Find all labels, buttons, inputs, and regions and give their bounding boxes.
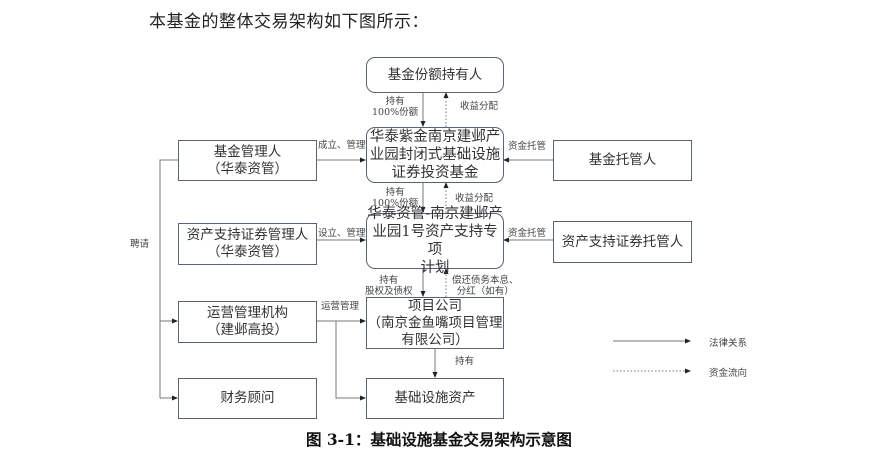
- legend-fund-flow: 资金流向: [709, 368, 748, 379]
- label-income-dist-b: 收益分配: [455, 193, 494, 204]
- label-repay: 偿还债务本息、 分红（如有）: [452, 275, 519, 297]
- label-hold-100-a: 持有 100%份额: [372, 96, 419, 118]
- label-operation-manage: 运营管理: [321, 301, 360, 312]
- node-fund-manager: 基金管理人 （华泰资管）: [178, 140, 317, 181]
- label-hold: 持有: [455, 356, 475, 367]
- label-hold-100-b: 持有 100%份额: [372, 187, 419, 209]
- label-income-dist-a: 收益分配: [460, 101, 499, 112]
- node-fund-custodian: 基金托管人: [553, 140, 692, 181]
- label-establish-manage: 成立、管理: [318, 140, 366, 151]
- node-project-company: 项目公司 （南京金鱼嘴项目管理 有限公司）: [366, 297, 504, 349]
- node-fund-holders: 基金份额持有人: [366, 57, 504, 93]
- node-financial-advisor: 财务顾问: [178, 378, 317, 419]
- figure-caption: 图 3-1：基础设施基金交易架构示意图: [306, 430, 572, 449]
- label-fund-custody-a: 资金托管: [508, 141, 547, 152]
- label-hold-equity-debt: 持有 股权及债权: [365, 275, 413, 297]
- label-hire: 聘请: [130, 239, 150, 250]
- legend-legal-relation: 法律关系: [709, 338, 748, 349]
- node-infra-assets: 基础设施资产: [366, 378, 504, 419]
- node-abs-plan: 华泰资管-南京建邺产 业园1号资产支持专项 计划: [366, 206, 504, 276]
- label-setup-manage: 设立、管理: [318, 228, 366, 239]
- label-fund-custody-b: 资金托管: [508, 228, 547, 239]
- node-abs-manager: 资产支持证券管理人 （华泰资管）: [178, 223, 317, 265]
- edge-hire-trunk: [159, 159, 178, 398]
- edge-operator-to-assets: [335, 321, 366, 401]
- node-operator: 运营管理机构 （建邺高投）: [178, 301, 317, 343]
- intro-text: 本基金的整体交易架构如下图所示：: [149, 12, 429, 32]
- node-infra-fund: 华泰紫金南京建邺产 业园封闭式基础设施 证券投资基金: [366, 127, 504, 183]
- node-abs-custodian: 资产支持证券托管人: [553, 221, 692, 263]
